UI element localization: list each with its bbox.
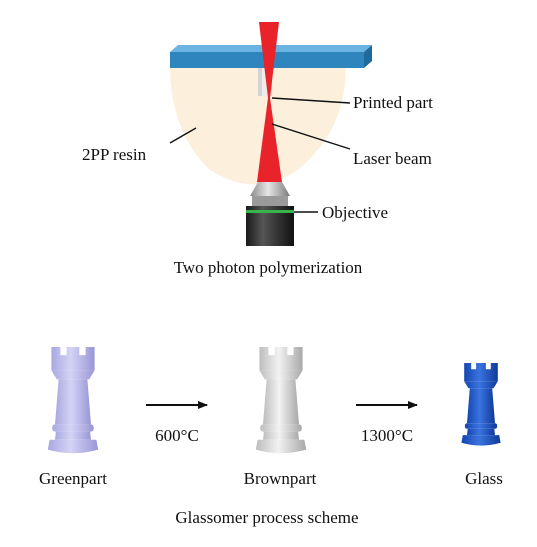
label-resin: 2PP resin — [82, 145, 147, 164]
leader-laser — [271, 123, 351, 150]
label-laser-beam: Laser beam — [353, 149, 432, 168]
objective-lens — [246, 182, 294, 246]
rook-brownpart — [255, 347, 307, 454]
resin-drop — [169, 58, 346, 185]
tpp-setup — [169, 22, 372, 246]
rook-glass — [461, 363, 501, 446]
caption-tpp: Two photon polymerization — [174, 258, 363, 277]
stage-label-greenpart: Greenpart — [39, 469, 107, 488]
leader-resin — [169, 127, 197, 144]
step-temp-2: 1300°C — [361, 426, 413, 445]
stage-label-glass: Glass — [465, 469, 503, 488]
laser-beam — [257, 22, 282, 182]
label-printed-part: Printed part — [353, 93, 433, 112]
rook-greenpart — [47, 347, 99, 454]
step-temp-1: 600°C — [155, 426, 199, 445]
leader-printed-part — [271, 97, 351, 104]
caption-glassomer: Glassomer process scheme — [175, 508, 358, 527]
label-objective: Objective — [322, 203, 388, 222]
stage-label-brownpart: Brownpart — [244, 469, 317, 488]
